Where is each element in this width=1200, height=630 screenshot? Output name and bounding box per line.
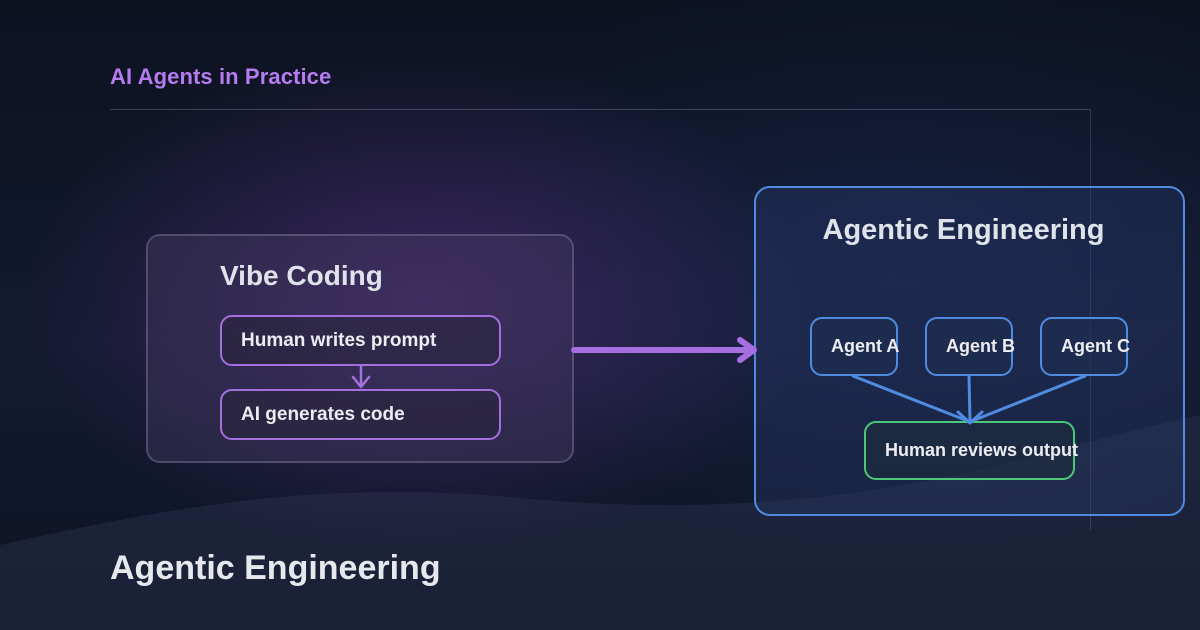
agent-a-node: Agent A	[810, 317, 899, 376]
human-review-node: Human reviews output	[864, 421, 1078, 480]
agent-c-node: Agent C	[1040, 317, 1130, 376]
step-human-writes-prompt: Human writes prompt	[220, 315, 501, 366]
agentic-engineering-title: Agentic Engineering	[822, 214, 1105, 246]
step-ai-generates-code: AI generates code	[220, 389, 501, 440]
vibe-coding-title: Vibe Coding	[220, 260, 383, 291]
agent-b-node: Agent B	[925, 317, 1015, 376]
kicker-title: AI Agents in Practice	[110, 64, 332, 89]
page-headline: Agentic Engineering	[110, 549, 441, 587]
